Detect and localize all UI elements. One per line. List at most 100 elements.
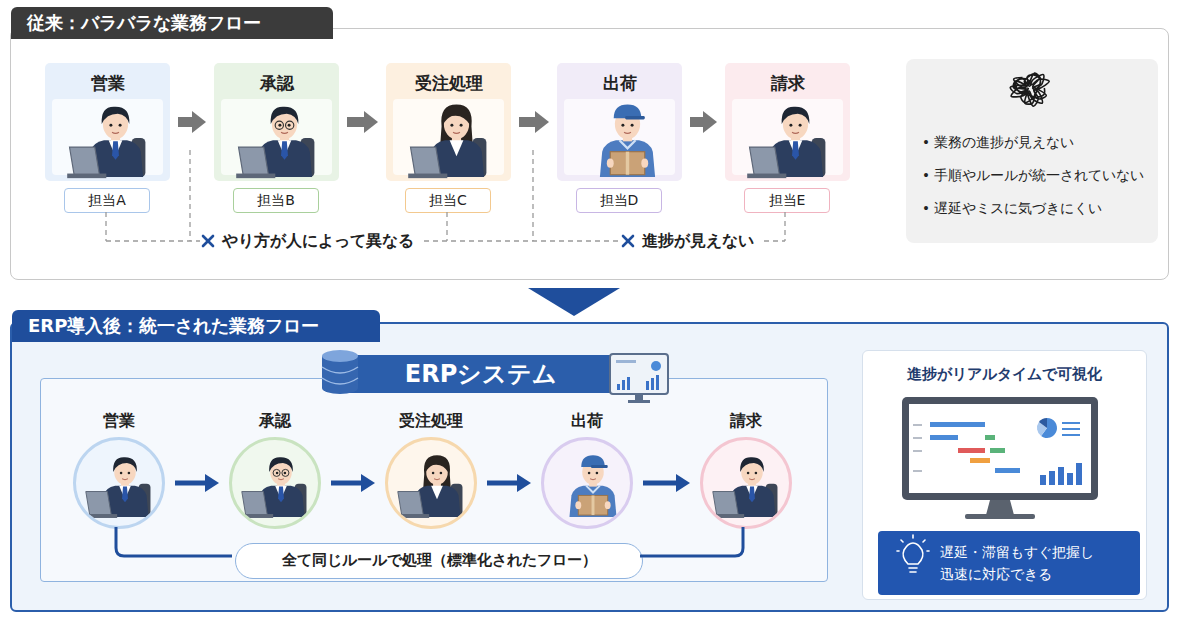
dashed-leader-part <box>189 150 190 241</box>
person-illustration-part <box>122 478 128 480</box>
person-illustration-part <box>276 472 279 475</box>
vis-label: 進捗がリアルタイムで可視化 <box>863 351 1146 384</box>
monitor-icon-part <box>635 394 643 400</box>
person-illustration-part <box>242 492 267 516</box>
process-circle: 出荷 <box>537 411 637 531</box>
person-illustration-part <box>789 140 803 156</box>
bulb-icon-part <box>897 550 899 552</box>
person-tag: 担当B <box>233 188 319 213</box>
dashboard-monitor-part <box>1067 473 1073 485</box>
issue-note: やり方が人によって異なる <box>222 231 414 251</box>
person-illustration-part <box>103 109 128 139</box>
person-illustration-part <box>257 140 312 177</box>
flow-arrow <box>487 481 517 486</box>
dashboard-monitor-part <box>958 448 985 453</box>
flow-arrow <box>690 117 703 127</box>
dashboard-monitor-part <box>1039 418 1047 428</box>
person-illustration-part <box>286 121 294 129</box>
dashboard-monitor-part <box>913 437 922 439</box>
cross-mark-part <box>623 236 633 246</box>
dashboard-monitor-part <box>985 435 995 440</box>
process-circle: 承認 <box>225 411 325 531</box>
person-illustration-part <box>121 481 129 487</box>
process-circle-shape <box>73 437 165 529</box>
dashboard-monitor-part <box>1049 471 1055 485</box>
monitor-icon-part <box>627 377 630 390</box>
monitor-icon-part <box>656 375 659 390</box>
person-illustration <box>396 455 463 518</box>
person-illustration-part <box>747 174 786 179</box>
tanto-label: 担当E <box>745 189 829 211</box>
erp-label: ERPシステム <box>341 355 621 393</box>
person-illustration-part <box>236 174 275 179</box>
person-illustration-part <box>619 140 635 148</box>
person-illustration-part <box>451 484 463 517</box>
bulb-icon-part <box>910 571 916 573</box>
dashed-leader-part <box>105 212 106 241</box>
person-illustration-part <box>272 109 297 139</box>
person-illustration-part <box>413 486 460 517</box>
person-illustration-part <box>748 481 756 487</box>
person-illustration-part <box>586 486 600 493</box>
person-illustration-part <box>791 134 800 141</box>
person-illustration-part <box>429 140 484 177</box>
benefit-box: 遅延・滞留もすぐ把握し 迅速に対応できる <box>878 531 1140 595</box>
person-illustration-part <box>102 107 130 124</box>
person-illustration-part <box>119 124 122 127</box>
person-illustration-part <box>257 486 304 517</box>
process-box: 請求 <box>725 63 850 181</box>
circ-label: 出荷 <box>537 411 637 431</box>
person-illustration-part <box>582 459 604 484</box>
person-illustration <box>84 457 151 518</box>
dashboard-monitor-part <box>1062 428 1080 430</box>
issues-label: • 遅延やミスに気づきにくい <box>922 199 1148 217</box>
person-illustration-part <box>423 455 450 487</box>
person-illustration-part <box>109 140 123 156</box>
person-illustration-part <box>433 481 441 487</box>
process-circle: 請求 <box>696 411 796 531</box>
people-illustrations <box>67 105 825 518</box>
person-illustration-part <box>426 459 448 484</box>
person-illustration-part <box>111 134 120 141</box>
tanto-label: 担当D <box>577 189 661 211</box>
dashboard-monitor-part <box>913 470 922 472</box>
issue-box: • 業務の進捗が見えない• 手順やルールが統一されていない• 遅延やミスに気づき… <box>906 59 1158 243</box>
person-illustration-part <box>728 486 775 517</box>
process-box: 出荷 <box>557 63 682 181</box>
person-illustration-part <box>792 141 799 159</box>
person-illustration-part <box>411 147 441 175</box>
person-illustration-part <box>280 134 289 141</box>
person-illustration-part <box>277 481 285 487</box>
bulb-icon-part <box>909 567 917 569</box>
person-illustration-part <box>269 457 293 472</box>
process-circle-shape <box>700 437 792 529</box>
person-illustration-part <box>122 487 128 503</box>
person-illustration-part <box>282 469 289 476</box>
illustration-area <box>564 99 675 175</box>
flow-arrow <box>643 481 676 486</box>
person-illustration-part <box>84 457 151 518</box>
person-illustration-part <box>440 472 443 475</box>
dashboard-monitor-part <box>930 435 958 440</box>
dashboard-monitor <box>902 397 1098 519</box>
flow-arrow <box>331 481 361 486</box>
dashboard-monitor-part <box>902 397 1098 500</box>
flow-arrow <box>519 117 535 127</box>
bulb-icon-part <box>901 540 903 542</box>
person-illustration-part <box>275 486 287 500</box>
person-illustration-part <box>128 472 131 475</box>
person-illustration-part <box>626 152 629 175</box>
dashed-leader-part <box>106 240 200 241</box>
person-illustration-part <box>109 124 112 127</box>
person-illustration-part <box>591 465 608 468</box>
person-illustration-part <box>295 484 307 517</box>
person-illustration <box>711 457 778 518</box>
person-illustration-part <box>614 105 642 119</box>
flow-bracket-part <box>640 527 743 556</box>
step-label: 出荷 <box>557 63 682 95</box>
database-icon-part <box>322 378 358 384</box>
person-illustration-part <box>278 478 284 480</box>
person-illustration-part <box>569 486 616 517</box>
